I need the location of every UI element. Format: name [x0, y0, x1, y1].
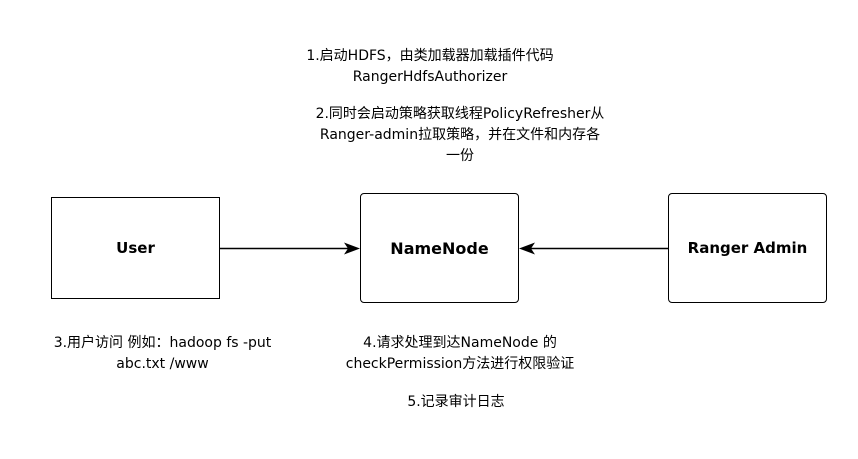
node-namenode-label: NameNode [390, 238, 489, 258]
node-ranger-admin-label: Ranger Admin [687, 239, 808, 257]
node-ranger-admin: Ranger Admin [668, 193, 827, 303]
note-step-5: 5.记录审计日志 [407, 394, 505, 410]
node-namenode: NameNode [360, 193, 519, 303]
note-step-3: 3.用户访问 例如：hadoop fs -put abc.txt /www [53, 335, 272, 372]
note-step-4: 4.请求处理到达NameNode 的 checkPermission方法进行权限… [345, 335, 575, 372]
node-user-label: User [116, 239, 155, 257]
node-user: User [51, 197, 220, 299]
arrowhead-icon [344, 242, 360, 255]
note-step-2: 2.同时会启动策略获取线程PolicyRefresher从 Ranger-adm… [315, 106, 605, 164]
edge-user-to-namenode [220, 242, 360, 255]
edge-ranger-to-namenode [519, 242, 668, 255]
arrowhead-icon [519, 242, 535, 255]
note-step-1: 1.启动HDFS，由类加载器加载插件代码 RangerHdfsAuthorize… [306, 48, 554, 85]
